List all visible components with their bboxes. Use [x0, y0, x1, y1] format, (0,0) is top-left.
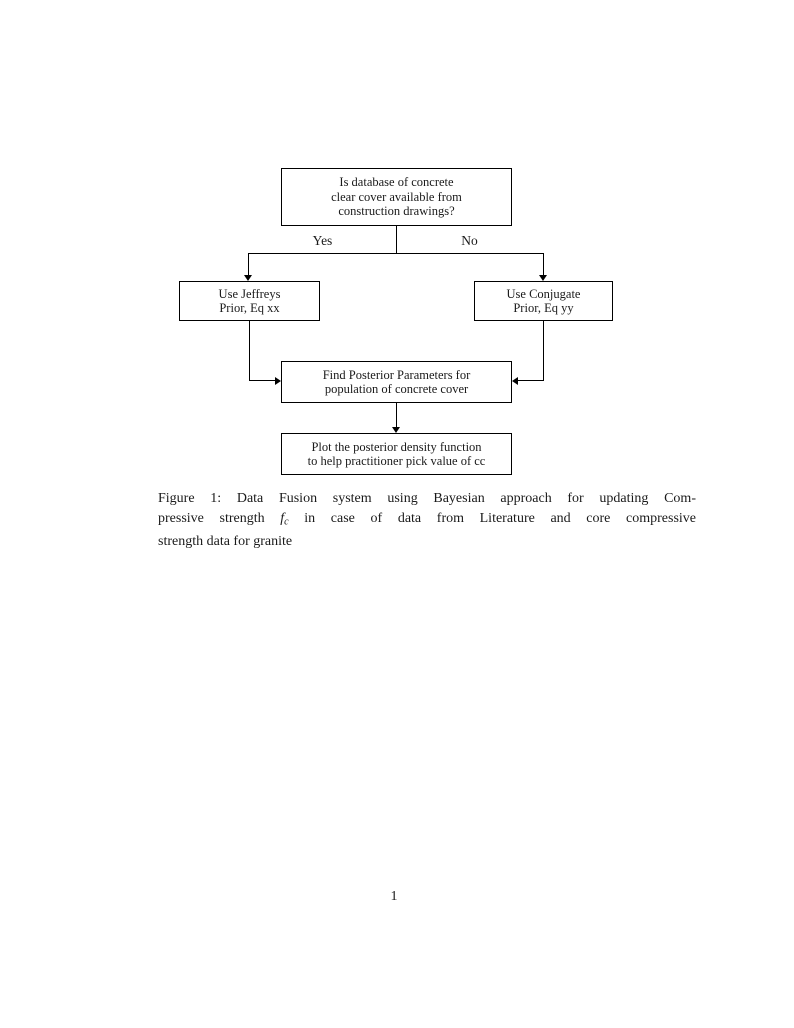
- node-jeffreys-prior: Use Jeffreys Prior, Eq xx: [179, 281, 320, 321]
- caption-line-3-text: strength data for granite: [158, 533, 293, 549]
- connector-no-drop: [543, 253, 544, 276]
- caption-line-2-pre: pressive strength: [158, 510, 265, 526]
- node-jeffreys-line-1: Use Jeffreys: [218, 286, 281, 301]
- caption-line-1: Figure 1: Data Fusion system using Bayes…: [158, 489, 696, 509]
- node-conjugate-prior: Use Conjugate Prior, Eq yy: [474, 281, 613, 321]
- node-conjugate-line-1: Use Conjugate: [506, 286, 581, 301]
- node-plot-line-1: Plot the posterior density function: [311, 439, 482, 454]
- node-question-line-1: Is database of concrete: [339, 175, 454, 190]
- node-posterior-line-1: Find Posterior Parameters for: [322, 367, 471, 382]
- node-jeffreys-line-2: Prior, Eq xx: [219, 301, 280, 315]
- arrowhead-into-posterior-right: [512, 377, 518, 385]
- connector-branch-line: [248, 253, 544, 254]
- connector-conjugate-horizontal: [518, 380, 544, 381]
- connector-jeffreys-horizontal: [249, 380, 276, 381]
- page-number: 1: [390, 889, 398, 904]
- arrowhead-into-posterior-left: [275, 377, 281, 385]
- node-plot-line-2: to help practitioner pick value of cc: [307, 454, 486, 468]
- connector-yes-drop: [248, 253, 249, 276]
- connector-posterior-stem: [396, 403, 397, 428]
- connector-question-stem: [396, 226, 397, 253]
- node-posterior-line-2: population of concrete cover: [324, 382, 469, 396]
- edge-label-no: No: [461, 233, 478, 248]
- node-conjugate-line-2: Prior, Eq yy: [513, 301, 574, 315]
- node-question: Is database of concrete clear cover avai…: [281, 168, 512, 226]
- figure-caption: Figure 1: Data Fusion system using Bayes…: [158, 489, 696, 551]
- caption-line-3: strength data for granite: [158, 532, 696, 552]
- edge-label-yes: Yes: [312, 233, 333, 248]
- node-question-line-2: clear cover available from: [331, 189, 462, 204]
- node-posterior-parameters: Find Posterior Parameters for population…: [281, 361, 512, 403]
- arrowhead-into-conjugate: [539, 275, 547, 281]
- math-subscript-c: c: [284, 516, 289, 528]
- math-fc-symbol: fc: [280, 510, 289, 528]
- caption-line-2-post: in case of data from Literature and core…: [304, 510, 697, 526]
- connector-jeffreys-drop: [249, 321, 250, 381]
- arrowhead-into-jeffreys: [244, 275, 252, 281]
- caption-line-2: pressive strength fc in case of data fro…: [158, 509, 696, 532]
- math-f: f: [280, 510, 285, 526]
- caption-line-1-text: Figure 1: Data Fusion system using Bayes…: [158, 491, 696, 506]
- arrowhead-into-plot: [392, 427, 400, 433]
- node-plot-density: Plot the posterior density function to h…: [281, 433, 512, 475]
- connector-conjugate-drop: [543, 321, 544, 381]
- node-question-line-3: construction drawings?: [338, 204, 455, 219]
